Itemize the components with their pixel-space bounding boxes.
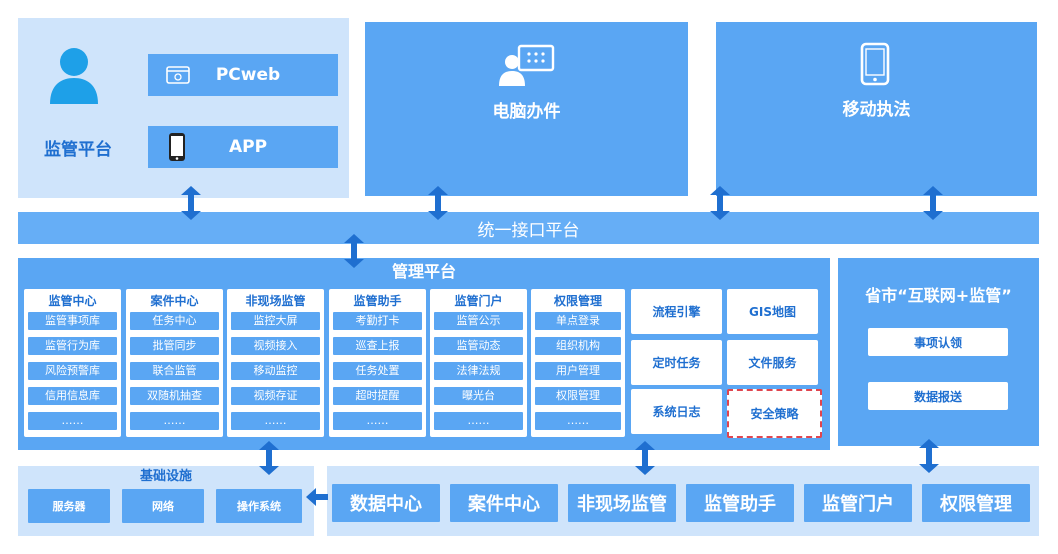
province-item-report[interactable]: 数据报送 (868, 382, 1008, 410)
province-title: 省市“互联网+监管” (865, 286, 1012, 305)
module-item[interactable]: 任务中心 (130, 312, 219, 330)
mobile-panel: 移动执法 (716, 22, 1037, 196)
module-item[interactable]: 双随机抽查 (130, 387, 219, 405)
province-panel: 省市“互联网+监管” 事项认领 数据报送 (838, 258, 1039, 446)
service-scheduled-task[interactable]: 定时任务 (631, 340, 722, 385)
module-column-title: 案件中心 (150, 294, 199, 308)
module-column-title: 监管门户 (454, 294, 503, 308)
infrastructure-title: 基础设施 (139, 469, 192, 484)
module-item[interactable]: 权限管理 (535, 387, 621, 405)
module-column-supervision-center: 监管中心监管事项库监管行为库风险预警库信用信息库 …… (24, 289, 121, 437)
user-icon (50, 48, 98, 104)
module-item[interactable]: 任务处置 (333, 362, 422, 380)
double-arrow-icon (344, 234, 364, 268)
module-item[interactable]: 联合监管 (130, 362, 219, 380)
module-item[interactable]: 视频接入 (231, 337, 320, 355)
module-item[interactable]: 视频存证 (231, 387, 320, 405)
module-item[interactable]: 监控大屏 (231, 312, 320, 330)
office-title: 电脑办件 (492, 102, 561, 122)
service-security-policy[interactable]: 安全策略 (727, 389, 822, 438)
management-title: 管理平台 (391, 262, 456, 281)
double-arrow-icon (919, 439, 939, 473)
module-item[interactable]: 考勤打卡 (333, 312, 422, 330)
mobile-phone-icon (860, 42, 890, 86)
module-column-title: 权限管理 (553, 294, 602, 308)
pcweb-label: PCweb (215, 65, 281, 85)
module-item[interactable]: …… (28, 412, 117, 430)
module-column-supervision-assistant: 监管助手考勤打卡巡查上报任务处置超时提醒 …… (329, 289, 426, 437)
module-item[interactable]: 超时提醒 (333, 387, 422, 405)
module-item[interactable]: 移动监控 (231, 362, 320, 380)
module-item[interactable]: 组织机构 (535, 337, 621, 355)
module-column-title: 非现场监管 (245, 294, 306, 308)
infra-item-server[interactable]: 服务器 (28, 489, 110, 523)
module-item[interactable]: 监管动态 (434, 337, 523, 355)
app-label: APP (228, 137, 268, 157)
data-item-permission[interactable]: 权限管理 (922, 484, 1030, 522)
module-item[interactable]: 巡查上报 (333, 337, 422, 355)
module-item[interactable]: 法律法规 (434, 362, 523, 380)
module-item[interactable]: 监管事项库 (28, 312, 117, 330)
app-button[interactable]: APP (148, 126, 338, 168)
service-workflow-engine[interactable]: 流程引擎 (631, 289, 722, 334)
infra-item-network[interactable]: 网络 (122, 489, 204, 523)
module-item[interactable]: …… (535, 412, 621, 430)
module-item[interactable]: 单点登录 (535, 312, 621, 330)
module-column-title: 监管助手 (353, 294, 402, 308)
service-system-log[interactable]: 系统日志 (631, 389, 722, 434)
module-item[interactable]: …… (231, 412, 320, 430)
module-item[interactable]: …… (333, 412, 422, 430)
data-item-portal[interactable]: 监管门户 (804, 484, 912, 522)
module-item[interactable]: 曝光台 (434, 387, 523, 405)
module-item[interactable]: …… (130, 412, 219, 430)
data-item-assistant[interactable]: 监管助手 (686, 484, 794, 522)
browser-icon (166, 66, 190, 84)
left-arrow-icon (306, 488, 328, 506)
double-arrow-icon (428, 186, 448, 220)
module-column-permission-management: 权限管理单点登录组织机构用户管理权限管理…… (531, 289, 625, 437)
module-column-supervision-portal: 监管门户监管公示监管动态法律法规曝光台 …… (430, 289, 527, 437)
module-item[interactable]: …… (434, 412, 523, 430)
double-arrow-icon (259, 441, 279, 475)
module-column-case-center: 案件中心任务中心批管同步联合监管双随机抽查 …… (126, 289, 223, 437)
mobile-title: 移动执法 (842, 100, 911, 120)
module-column-title: 监管中心 (48, 294, 97, 308)
module-item[interactable]: 监管行为库 (28, 337, 117, 355)
module-item[interactable]: 信用信息库 (28, 387, 117, 405)
double-arrow-icon (181, 186, 201, 220)
pcweb-button[interactable]: PCweb (148, 54, 338, 96)
office-panel: 电脑办件 (365, 22, 688, 196)
supervision-title: 监管平台 (44, 140, 112, 160)
double-arrow-icon (635, 441, 655, 475)
computer-user-icon (499, 44, 555, 86)
double-arrow-icon (923, 186, 943, 220)
data-item-data-center[interactable]: 数据中心 (332, 484, 440, 522)
service-gis-map[interactable]: GIS地图 (727, 289, 818, 334)
data-row-panel (327, 466, 1039, 536)
interface-bar-title: 统一接口平台 (477, 220, 580, 241)
interface-bar: 统一接口平台 (18, 212, 1039, 244)
data-item-case-center[interactable]: 案件中心 (450, 484, 558, 522)
infra-item-os[interactable]: 操作系统 (216, 489, 302, 523)
module-item[interactable]: 批管同步 (130, 337, 219, 355)
province-item-claim[interactable]: 事项认领 (868, 328, 1008, 356)
phone-icon (169, 133, 185, 161)
module-item[interactable]: 风险预警库 (28, 362, 117, 380)
module-item[interactable]: 用户管理 (535, 362, 621, 380)
double-arrow-icon (710, 186, 730, 220)
service-file-service[interactable]: 文件服务 (727, 340, 818, 385)
data-item-offsite[interactable]: 非现场监管 (568, 484, 676, 522)
supervision-panel: 监管平台 PCweb APP (18, 18, 349, 198)
module-column-offsite-supervision: 非现场监管监控大屏视频接入移动监控视频存证 …… (227, 289, 324, 437)
module-item[interactable]: 监管公示 (434, 312, 523, 330)
